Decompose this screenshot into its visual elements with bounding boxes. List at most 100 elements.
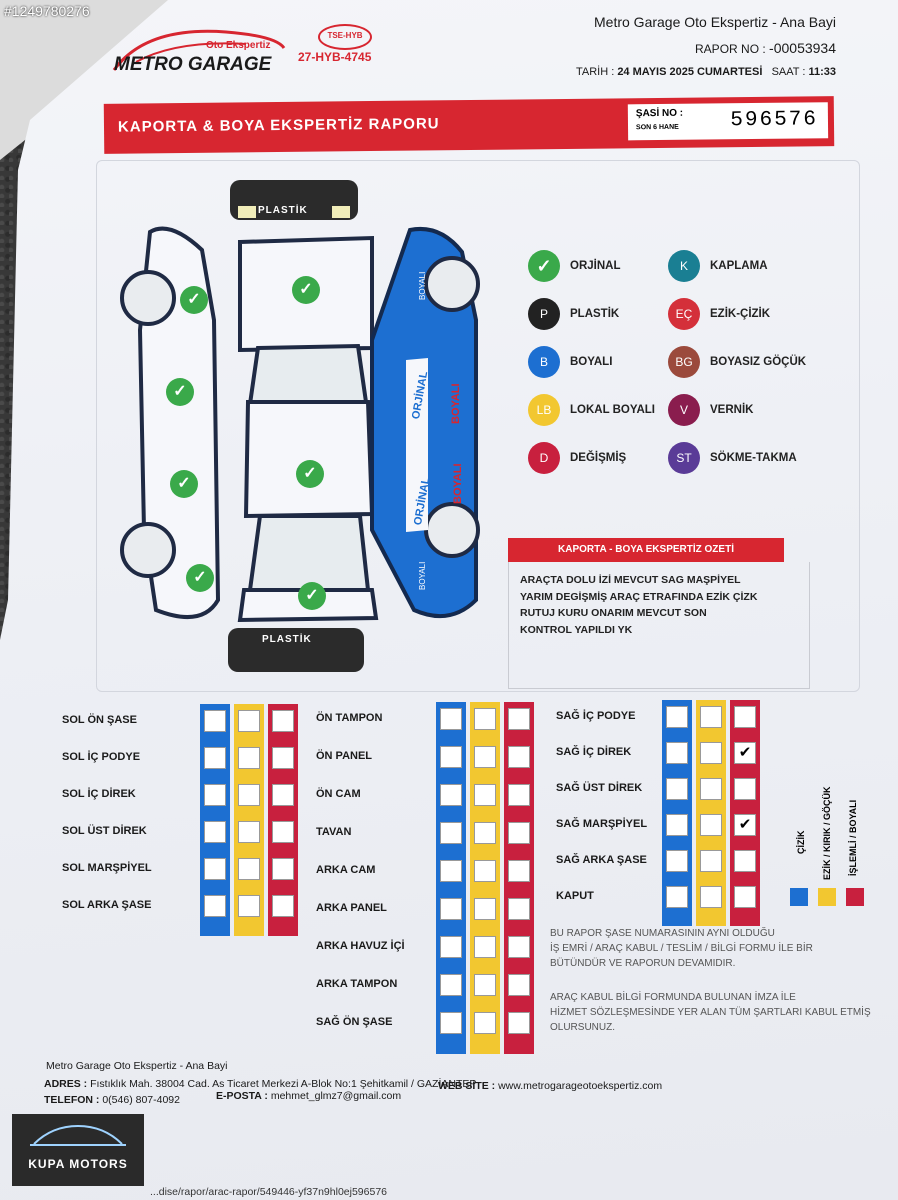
- checklist-right-checkbox[interactable]: [700, 742, 722, 764]
- checklist-mid-label: ARKA HAVUZ İÇİ: [316, 940, 405, 952]
- checklist-right-checkbox[interactable]: [734, 778, 756, 800]
- checklist-left-label: SOL ÖN ŞASE: [62, 714, 137, 726]
- checklist-left-checkbox[interactable]: [272, 895, 294, 917]
- checklist-mid-checkbox[interactable]: [440, 898, 462, 920]
- checklist-left-checkbox[interactable]: [272, 747, 294, 769]
- column-legend-blue-swatch: [790, 888, 808, 906]
- checklist-mid-checkbox[interactable]: [440, 860, 462, 882]
- report-date: TARİH : 24 MAYIS 2025 CUMARTESİ SAAT : 1…: [576, 66, 836, 78]
- checklist-right-checkbox[interactable]: [666, 778, 688, 800]
- checklist-left-checkbox[interactable]: [238, 895, 260, 917]
- checklist-right-checkbox[interactable]: [700, 706, 722, 728]
- checklist-right-checkbox[interactable]: [734, 706, 756, 728]
- checklist-right-checkbox[interactable]: ✔: [734, 814, 756, 836]
- checklist-mid-checkbox[interactable]: [474, 784, 496, 806]
- summary-line: ARAÇTA DOLU İZİ MEVCUT SAG MAŞPİYEL: [520, 574, 741, 586]
- checklist-right-checkbox[interactable]: [666, 886, 688, 908]
- checklist-right-checkbox[interactable]: [700, 850, 722, 872]
- checklist-mid-checkbox[interactable]: [508, 936, 530, 958]
- checklist-mid-label: SAĞ ÖN ŞASE: [316, 1016, 393, 1028]
- checklist-mid-checkbox[interactable]: [440, 974, 462, 996]
- column-legend-dent: EZİK / KIRIK / GÖÇÜK: [822, 786, 832, 880]
- legend-code-badge: V: [668, 394, 700, 426]
- checklist-left-checkbox[interactable]: [238, 710, 260, 732]
- checklist-mid-checkbox[interactable]: [474, 860, 496, 882]
- checklist-left-checkbox[interactable]: [204, 821, 226, 843]
- footer-company: Metro Garage Oto Ekspertiz - Ana Bayi: [46, 1060, 228, 1072]
- boyali-label-top: BOYALI: [418, 271, 427, 300]
- checklist-left-label: SOL ARKA ŞASE: [62, 899, 152, 911]
- summary-box: [508, 562, 810, 689]
- checklist-mid-checkbox[interactable]: [474, 1012, 496, 1034]
- checklist-right-label: SAĞ ARKA ŞASE: [556, 854, 647, 866]
- checklist-mid-checkbox[interactable]: [440, 784, 462, 806]
- checklist-left-checkbox[interactable]: [204, 784, 226, 806]
- checklist-left-checkbox[interactable]: [204, 895, 226, 917]
- checklist-mid-checkbox[interactable]: [440, 746, 462, 768]
- checklist-right-checkbox[interactable]: [700, 814, 722, 836]
- company-name: Metro Garage Oto Ekspertiz - Ana Bayi: [594, 14, 836, 30]
- checklist-left-checkbox[interactable]: [204, 710, 226, 732]
- checklist-left-checkbox[interactable]: [272, 821, 294, 843]
- checklist-left-checkbox[interactable]: [238, 784, 260, 806]
- checklist-mid-checkbox[interactable]: [508, 746, 530, 768]
- checklist-left-checkbox[interactable]: [272, 858, 294, 880]
- checklist-left-checkbox[interactable]: [204, 747, 226, 769]
- checklist-mid-checkbox[interactable]: [508, 822, 530, 844]
- legend-code-badge: LB: [528, 394, 560, 426]
- checklist-right-checkbox[interactable]: [700, 886, 722, 908]
- checklist-mid-checkbox[interactable]: [440, 708, 462, 730]
- checklist-mid-checkbox[interactable]: [474, 746, 496, 768]
- checklist-left-checkbox[interactable]: [272, 784, 294, 806]
- checklist-mid-checkbox[interactable]: [508, 784, 530, 806]
- legend-label: PLASTİK: [570, 308, 620, 320]
- checklist-mid-checkbox[interactable]: [508, 898, 530, 920]
- checklist-mid-label: ÖN PANEL: [316, 750, 373, 762]
- report-no-value: -00053934: [769, 40, 836, 56]
- legend-code-badge: B: [528, 346, 560, 378]
- checklist-mid-checkbox[interactable]: [508, 974, 530, 996]
- checklist-right-checkbox[interactable]: [666, 742, 688, 764]
- checklist-left-label: SOL MARŞPİYEL: [62, 862, 152, 874]
- legend-label: DEĞİŞMİŞ: [570, 452, 627, 464]
- orjinal-check-icon: ✓: [170, 470, 198, 498]
- chassis-number: 596576: [730, 108, 819, 133]
- checklist-right-checkbox[interactable]: [700, 778, 722, 800]
- checklist-right-checkbox[interactable]: [666, 850, 688, 872]
- checklist-mid-checkbox[interactable]: [508, 860, 530, 882]
- checklist-left-checkbox[interactable]: [272, 710, 294, 732]
- orjinal-check-icon: ✓: [298, 582, 326, 610]
- checklist-right-checkbox[interactable]: [666, 706, 688, 728]
- checklist-left-checkbox[interactable]: [204, 858, 226, 880]
- checklist-mid-checkbox[interactable]: [474, 708, 496, 730]
- car-diagram: [120, 180, 480, 672]
- footer-web: WEB SİTE : www.metrogarageotoekspertiz.c…: [438, 1080, 662, 1092]
- checklist-right-checkbox[interactable]: ✔: [734, 742, 756, 764]
- checklist-mid-checkbox[interactable]: [474, 822, 496, 844]
- checklist-mid-checkbox[interactable]: [474, 898, 496, 920]
- checklist-mid-checkbox[interactable]: [508, 708, 530, 730]
- summary-line: YARIM DEGİŞMİŞ ARAÇ ETRAFINDA EZİK ÇİZK: [520, 590, 758, 603]
- checklist-mid-checkbox[interactable]: [440, 1012, 462, 1034]
- checklist-mid-checkbox[interactable]: [440, 822, 462, 844]
- checklist-mid-checkbox[interactable]: [474, 974, 496, 996]
- checklist-right-checkbox[interactable]: [734, 850, 756, 872]
- checklist-left-checkbox[interactable]: [238, 747, 260, 769]
- note-line: ARAÇ KABUL BİLGİ FORMUNDA BULUNAN İMZA İ…: [550, 992, 796, 1003]
- checklist-right-label: SAĞ İÇ PODYE: [556, 710, 636, 722]
- checklist-mid-checkbox[interactable]: [440, 936, 462, 958]
- checklist-right-checkbox[interactable]: [666, 814, 688, 836]
- front-bumper-shape: [230, 180, 358, 220]
- checklist-right-label: SAĞ İÇ DİREK: [556, 746, 632, 758]
- checklist-mid-checkbox[interactable]: [508, 1012, 530, 1034]
- orjinal-check-icon: ✓: [528, 250, 560, 282]
- time-value: 11:33: [808, 66, 836, 78]
- checklist-left-checkbox[interactable]: [238, 858, 260, 880]
- checklist-mid-checkbox[interactable]: [474, 936, 496, 958]
- legend-code-badge: ST: [668, 442, 700, 474]
- checklist-left-checkbox[interactable]: [238, 821, 260, 843]
- checklist-right-checkbox[interactable]: [734, 886, 756, 908]
